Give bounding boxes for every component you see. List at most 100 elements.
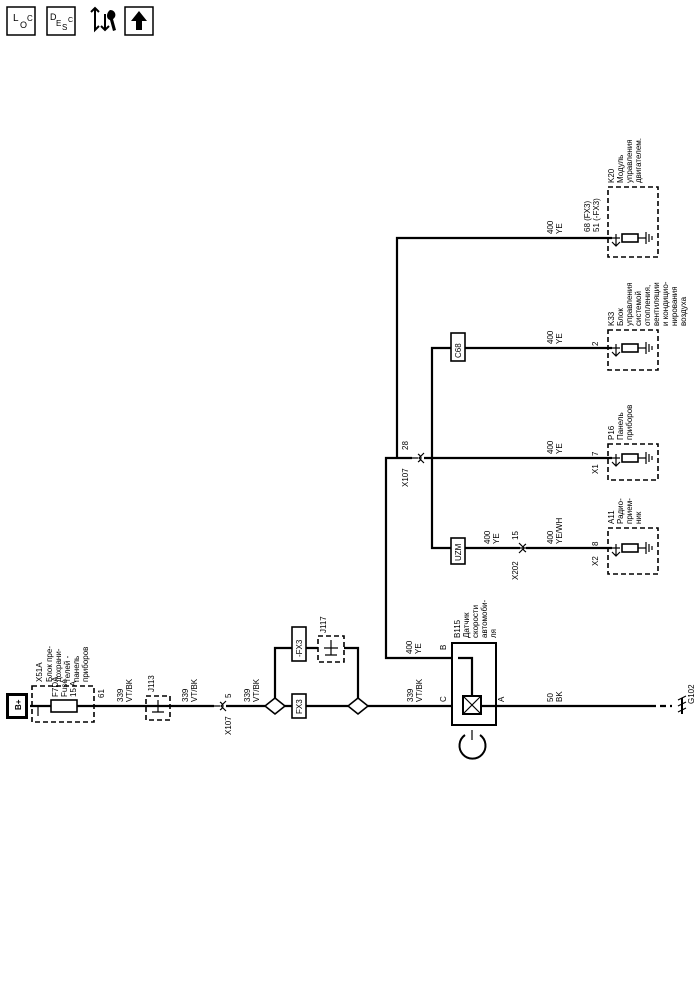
svg-text:нирования: нирования [670, 286, 679, 326]
svg-text:VT/BK: VT/BK [252, 678, 261, 702]
svg-text:YE: YE [492, 533, 501, 544]
fuse-ref: F7DA [51, 676, 60, 697]
svg-text:системой: системой [634, 291, 643, 326]
svg-text:приборов: приборов [625, 405, 634, 440]
arrow-up-icon [124, 6, 154, 36]
fuse-block-ref: X51A [35, 662, 44, 682]
wire-400-p16: 400 YE [546, 440, 564, 454]
fuse-rating: 15 A [69, 680, 78, 697]
wire-50-bk: 50 BK [546, 691, 564, 702]
ground-g102: G102 [677, 684, 696, 714]
connector-x107-pin28: 28 X107 [401, 441, 425, 487]
loc-button[interactable]: L O C [6, 6, 36, 36]
svg-text:YE: YE [414, 643, 423, 654]
nfx3-label: -FX3 [295, 639, 304, 657]
wire-400-b: 400 YE [405, 640, 423, 654]
up-button[interactable] [124, 6, 154, 36]
svg-text:28: 28 [401, 441, 410, 450]
wire-400-k33: 400 YE [546, 330, 564, 344]
connector-view-button[interactable] [86, 6, 116, 36]
svg-text:управления: управления [625, 282, 634, 326]
k20-ref: K20 [607, 168, 616, 183]
svg-text:Датчик: Датчик [462, 612, 471, 638]
svg-text:прием-: прием- [625, 498, 634, 524]
j117-label: J117 [319, 616, 328, 633]
joint-j113: J113 [145, 675, 171, 721]
fuse-pin: 61 [97, 689, 106, 698]
svg-text:VT/BK: VT/BK [125, 678, 134, 702]
module-k20-ecm: 68 (FX3) 51 (-FX3) K20 Модуль управления… [583, 138, 659, 258]
svg-text:ник: ник [634, 511, 643, 524]
svg-text:скорости: скорости [471, 605, 480, 638]
x107b-label: X107 [401, 468, 410, 487]
svg-text:воздуха: воздуха [679, 296, 688, 326]
svg-text:O: O [20, 20, 27, 30]
svg-text:S: S [62, 23, 67, 32]
svg-text:339: 339 [406, 688, 415, 702]
svg-text:51 (-FX3): 51 (-FX3) [592, 198, 601, 232]
svg-text:X1: X1 [591, 464, 600, 474]
fuse-block-name-4: панель [72, 656, 81, 682]
fuse-block-name-3: телей - [63, 655, 72, 682]
fuse-type: Fuse [60, 679, 69, 697]
svg-text:D: D [50, 12, 57, 22]
desc-button[interactable]: D E S C [46, 6, 76, 36]
c68-label: C68 [454, 343, 463, 358]
svg-text:YE: YE [555, 223, 564, 234]
svg-text:Модуль: Модуль [616, 155, 625, 183]
wire-339-a: 339 VT/BK [116, 678, 134, 702]
svg-text:L: L [13, 13, 19, 24]
svg-text:400: 400 [546, 530, 555, 544]
x107-label: X107 [224, 716, 233, 735]
connector-x107-pin5: 5 X107 [214, 693, 233, 735]
svg-text:339: 339 [116, 688, 125, 702]
svg-text:Радио-: Радио- [616, 498, 625, 524]
svg-text:5: 5 [224, 693, 233, 698]
svg-text:ля: ля [489, 629, 498, 638]
svg-text:VT/BK: VT/BK [415, 678, 424, 702]
svg-text:Блок: Блок [616, 308, 625, 326]
svg-text:400: 400 [483, 530, 492, 544]
svg-text:2: 2 [591, 341, 600, 346]
svg-text:отопления,: отопления, [643, 285, 652, 326]
svg-text:C: C [439, 696, 448, 702]
fx3-option-block: -FX3 FX3 J117 [263, 616, 370, 719]
svg-text:двигателем.: двигателем. [634, 138, 643, 183]
svg-text:400: 400 [405, 640, 414, 654]
svg-text:339: 339 [181, 688, 190, 702]
svg-text:8: 8 [591, 541, 600, 546]
module-a11-radio: 8 X2 A11 Радио- прием- ник [591, 498, 659, 575]
fuse-block-name-1: Блок пре- [45, 646, 54, 682]
svg-text:68 (FX3): 68 (FX3) [583, 201, 592, 232]
location-icon: L O C [6, 6, 36, 36]
svg-text:50: 50 [546, 693, 555, 702]
svg-text:автомоби-: автомоби- [480, 599, 489, 638]
description-icon: D E S C [46, 6, 76, 36]
svg-text:E: E [56, 19, 61, 28]
a11-ref: A11 [607, 510, 616, 524]
svg-text:C: C [27, 14, 33, 23]
wire-339-d: 339 VT/BK [406, 678, 424, 702]
power-label: B+ [14, 699, 23, 710]
svg-text:Панель: Панель [616, 412, 625, 440]
svg-text:вентиляции: вентиляции [652, 282, 661, 326]
svg-text:YE: YE [555, 443, 564, 454]
svg-text:и кондицио-: и кондицио- [661, 281, 670, 326]
svg-text:C: C [68, 17, 73, 24]
svg-text:YE/WH: YE/WH [555, 518, 564, 544]
j113-label: J113 [147, 675, 156, 692]
wire-400-k20: 400 YE [546, 220, 564, 234]
svg-text:X2: X2 [591, 556, 600, 566]
svg-text:400: 400 [546, 330, 555, 344]
k33-ref: K33 [607, 311, 616, 326]
g102-label: G102 [687, 684, 696, 704]
p16-ref: P16 [607, 425, 616, 440]
svg-text:400: 400 [546, 440, 555, 454]
uzm-label: UZM [454, 543, 463, 561]
sensor-b115-vehicle-speed: B C A B115 Датчик скорости автомоби- ля [439, 599, 506, 760]
x202-label: X202 [511, 561, 520, 580]
wrench-arrows-icon [90, 6, 116, 33]
b115-ref: B115 [453, 619, 462, 638]
svg-text:7: 7 [591, 451, 600, 456]
